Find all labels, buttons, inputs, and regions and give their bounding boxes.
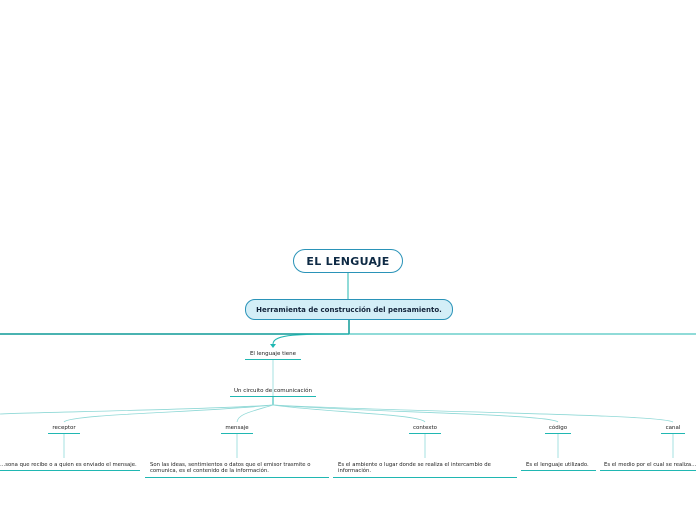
element-label-codigo[interactable]: código xyxy=(548,425,568,431)
element-label-mensaje[interactable]: mensaje xyxy=(225,425,249,431)
element-label-contexto[interactable]: contexto xyxy=(412,425,438,431)
mensaje-description-underline xyxy=(145,477,329,478)
contexto-underline xyxy=(409,433,441,434)
branch-label-el-lenguaje-tiene[interactable]: El lenguaje tiene xyxy=(249,351,297,357)
element-description-canal[interactable]: Es el medio por el cual se realiza… xyxy=(604,462,696,468)
mensaje-underline xyxy=(221,433,253,434)
element-description-contexto[interactable]: Es el ambiente o lugar donde se realiza … xyxy=(338,462,491,475)
receptor-description-underline xyxy=(0,470,140,471)
element-label-canal[interactable]: canal xyxy=(665,425,681,431)
circuito-underline xyxy=(230,396,316,397)
receptor-underline xyxy=(48,433,80,434)
branch-label-circuito[interactable]: Un circuito de comunicación xyxy=(234,388,312,394)
root-node[interactable]: EL LENGUAJE xyxy=(293,249,403,273)
branch-underline xyxy=(245,359,301,360)
contexto-description-underline xyxy=(333,477,517,478)
main-topic-node[interactable]: Herramienta de construcción del pensamie… xyxy=(245,299,453,320)
element-label-receptor[interactable]: receptor xyxy=(52,425,76,431)
canal-description-underline xyxy=(600,470,696,471)
root-title: EL LENGUAJE xyxy=(306,254,390,268)
element-description-codigo[interactable]: Es el lenguaje utilizado. xyxy=(526,462,589,468)
codigo-description-underline xyxy=(521,470,596,471)
canal-underline xyxy=(661,433,685,434)
element-description-mensaje[interactable]: Son las ideas, sentimientos o datos que … xyxy=(150,462,311,475)
codigo-underline xyxy=(545,433,571,434)
main-topic-label: Herramienta de construcción del pensamie… xyxy=(256,305,442,314)
element-description-receptor[interactable]: …sona que recibe o a quien es enviado el… xyxy=(0,462,137,468)
